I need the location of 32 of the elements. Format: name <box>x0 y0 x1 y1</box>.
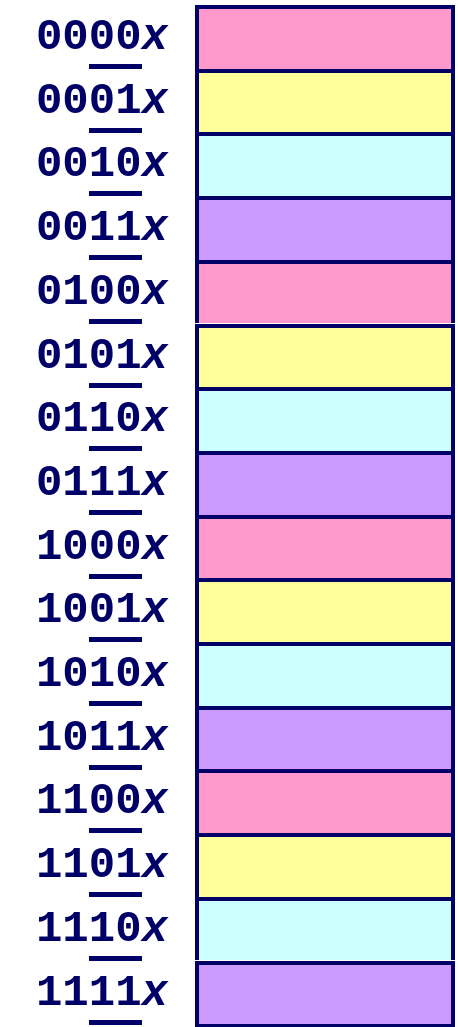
address-label: 0110x <box>35 397 168 442</box>
address-label: 0010x <box>35 142 168 187</box>
memory-block <box>195 705 455 770</box>
address-label: 0001x <box>35 78 168 123</box>
memory-block <box>195 769 455 834</box>
address-label: 1101x <box>35 843 168 888</box>
memory-block <box>195 5 455 69</box>
memory-block <box>195 196 455 260</box>
address-label: 0100x <box>35 269 168 314</box>
address-label: 1011x <box>35 715 168 760</box>
memory-block <box>195 259 455 324</box>
address-label: 1110x <box>35 906 168 951</box>
address-label: 1111x <box>35 970 168 1015</box>
address-label: 1100x <box>35 779 168 824</box>
memory-block <box>195 132 455 197</box>
address-label: 0011x <box>35 206 168 251</box>
address-label: 1001x <box>35 588 168 633</box>
memory-block <box>195 960 455 1027</box>
memory-block <box>195 450 455 515</box>
memory-block <box>195 68 455 133</box>
address-label: 0000x <box>35 15 168 59</box>
address-label: 1010x <box>35 652 168 696</box>
memory-block <box>195 833 455 897</box>
memory-block <box>195 642 455 706</box>
memory-block <box>195 578 455 642</box>
address-label: 1000x <box>35 524 168 569</box>
memory-block <box>195 387 455 451</box>
memory-block <box>195 896 455 961</box>
memory-block <box>195 323 455 388</box>
address-label: 0111x <box>35 460 168 505</box>
memory-block <box>195 514 455 579</box>
address-label: 0101x <box>35 333 168 378</box>
